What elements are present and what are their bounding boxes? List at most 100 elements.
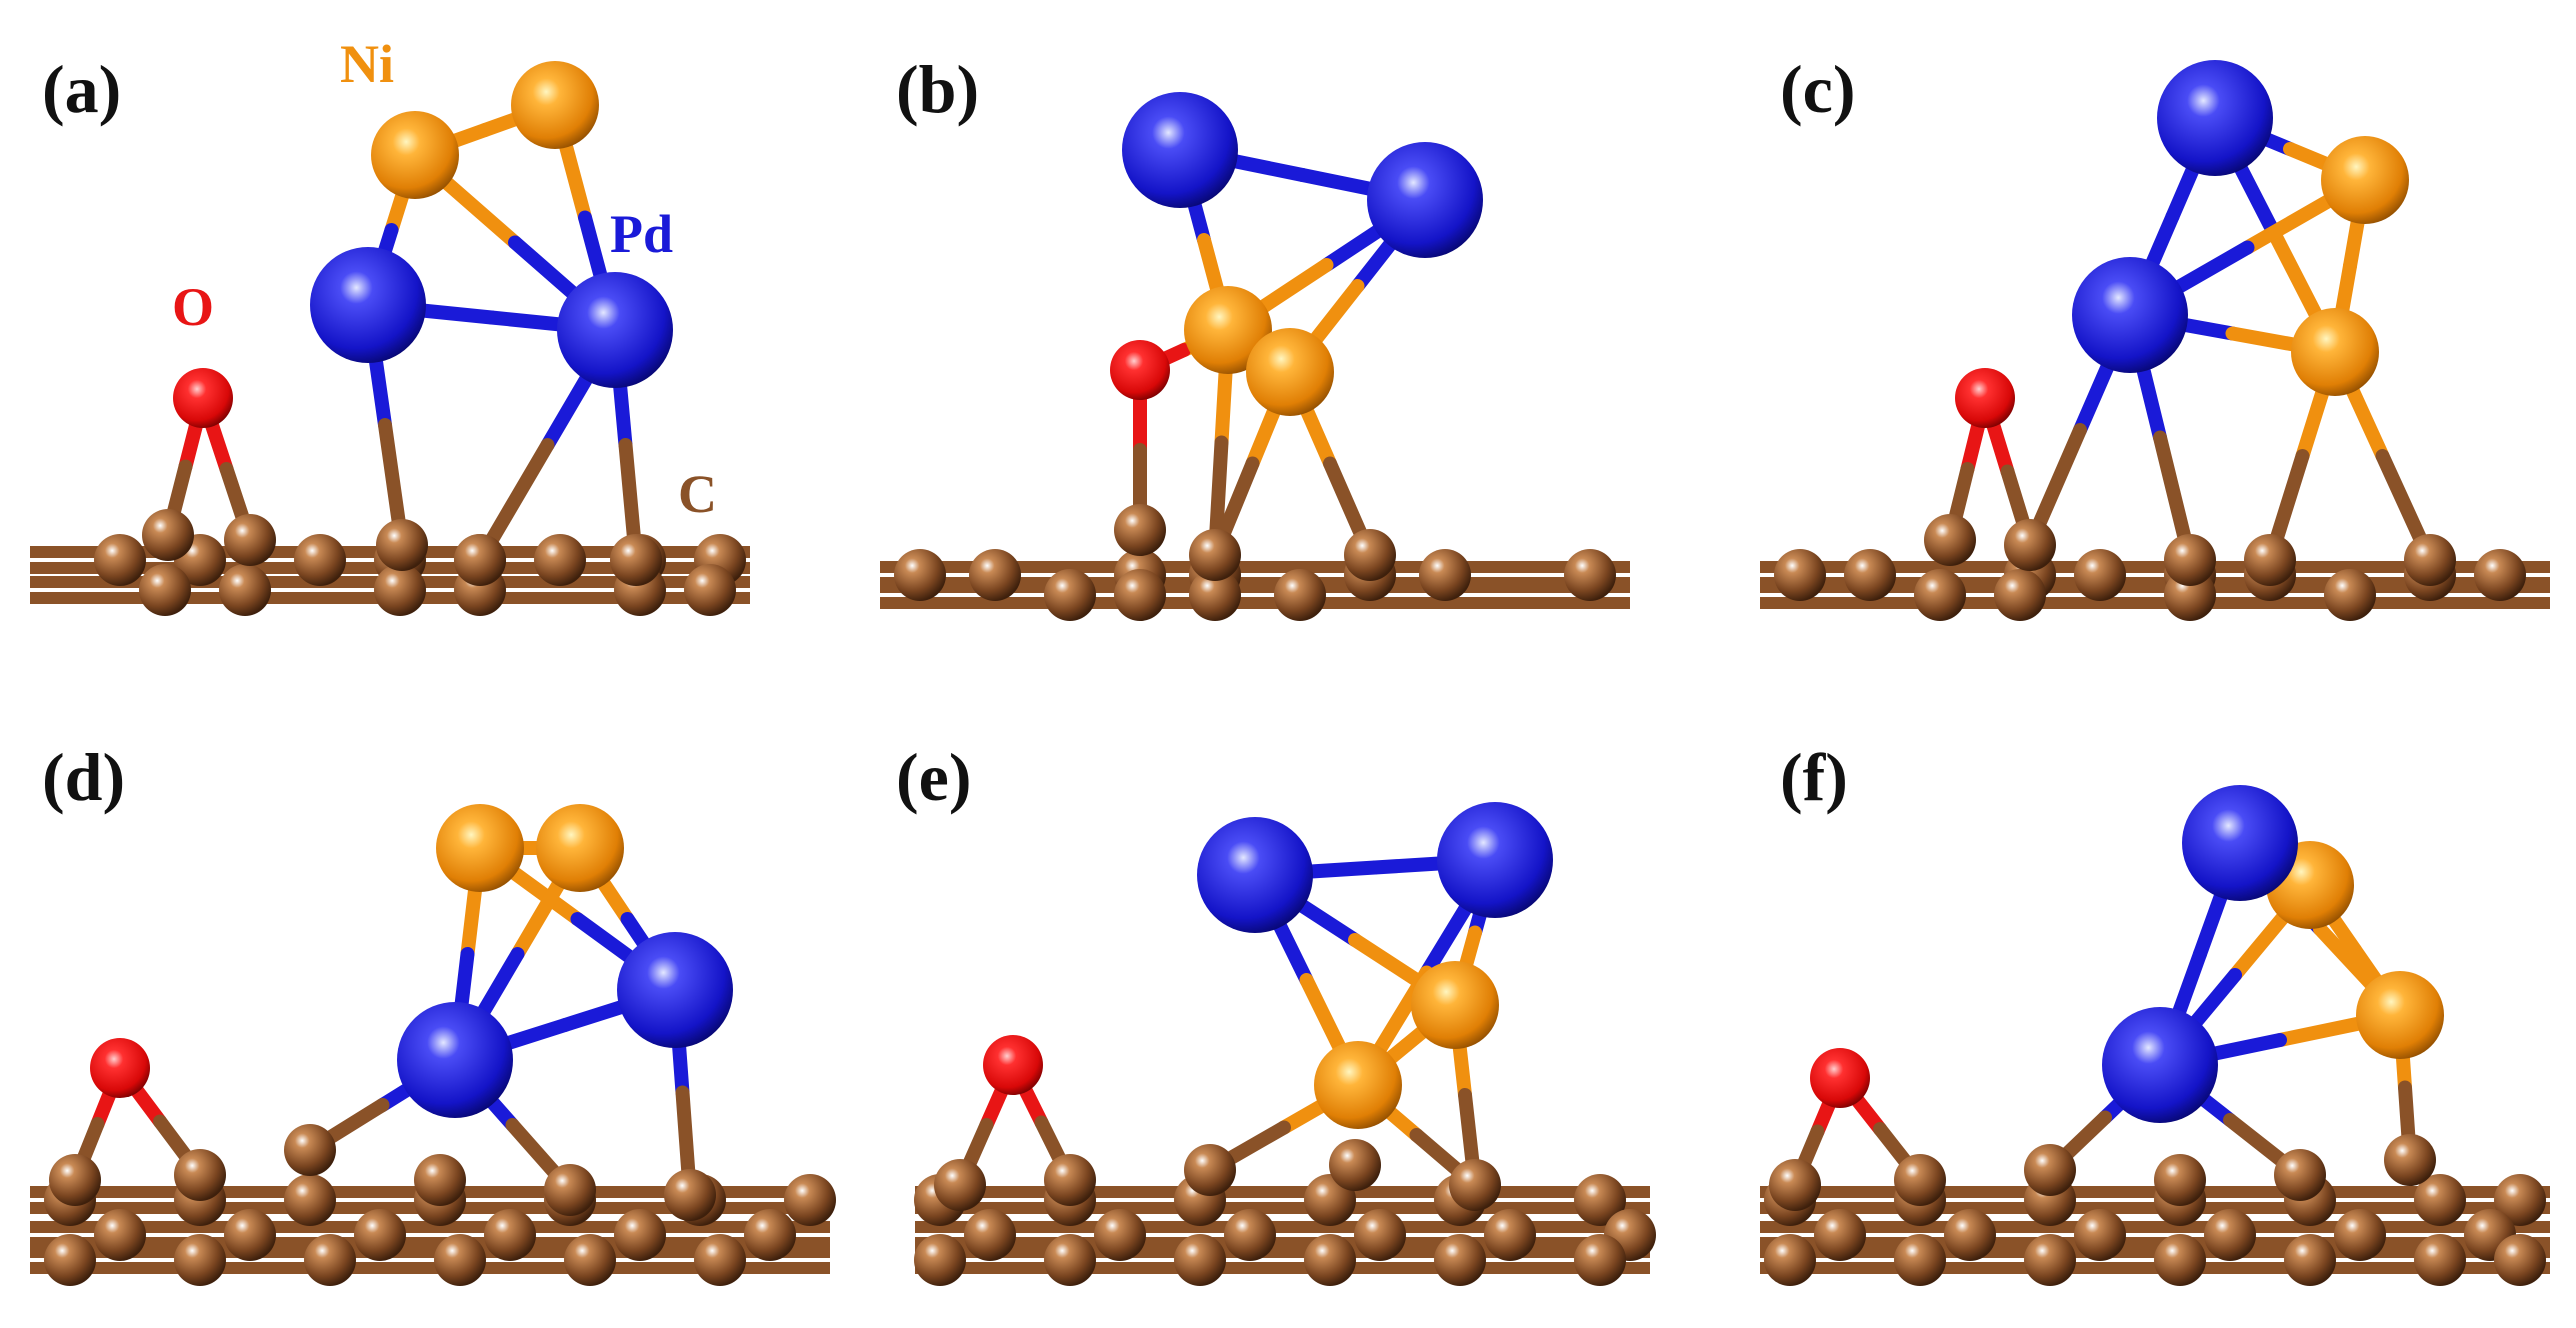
panel-label-b: (b): [896, 51, 979, 127]
carbon-atom: [1814, 1209, 1866, 1261]
carbon-atom: [1044, 1154, 1096, 1206]
carbon-atom: [49, 1154, 101, 1206]
carbon-atom: [1484, 1209, 1536, 1261]
carbon-atom: [284, 1174, 336, 1226]
carbon-atom: [1574, 1234, 1626, 1286]
structure-panel-b: [880, 92, 1630, 621]
carbon-atom: [684, 564, 736, 616]
palladium-atom: [1197, 817, 1313, 933]
oxygen-atom: [173, 368, 233, 428]
carbon-atom: [294, 534, 346, 586]
carbon-atom: [2274, 1149, 2326, 1201]
palladium-atom: [2072, 257, 2188, 373]
element-label-ni: Ni: [340, 34, 394, 94]
carbon-atom: [1044, 1234, 1096, 1286]
oxygen-atom: [1110, 340, 1170, 400]
structure-panel-c: [1760, 60, 2550, 621]
carbon-atom: [2284, 1234, 2336, 1286]
element-label-c: C: [678, 464, 717, 524]
carbon-atom: [174, 1234, 226, 1286]
carbon-atom: [2414, 1174, 2466, 1226]
carbon-atom: [484, 1209, 536, 1261]
carbon-atom: [2494, 1174, 2546, 1226]
carbon-atom: [1114, 504, 1166, 556]
nickel-atom: [2356, 971, 2444, 1059]
carbon-atom: [1304, 1234, 1356, 1286]
carbon-atom: [2074, 549, 2126, 601]
panel-label-d: (d): [42, 739, 125, 815]
panel-label-f: (f): [1780, 739, 1848, 815]
carbon-atom: [1564, 549, 1616, 601]
carbon-atom: [219, 564, 271, 616]
carbon-atom: [94, 1209, 146, 1261]
nickel-atom: [536, 804, 624, 892]
carbon-atom: [1184, 1144, 1236, 1196]
carbon-atom: [224, 514, 276, 566]
carbon-atom: [354, 1209, 406, 1261]
carbon-atom: [1419, 549, 1471, 601]
carbon-atom: [284, 1124, 336, 1176]
carbon-atom: [534, 534, 586, 586]
carbon-atom: [1174, 1234, 1226, 1286]
oxygen-atom: [983, 1035, 1043, 1095]
nickel-atom: [511, 61, 599, 149]
nickel-atom: [371, 111, 459, 199]
palladium-atom: [310, 247, 426, 363]
carbon-atom: [1774, 549, 1826, 601]
carbon-atom: [2474, 549, 2526, 601]
carbon-atom: [1189, 529, 1241, 581]
carbon-atom: [614, 1209, 666, 1261]
carbon-atom: [1994, 569, 2046, 621]
carbon-atom: [304, 1234, 356, 1286]
structure-panel-e: [914, 802, 1656, 1286]
carbon-atom: [564, 1234, 616, 1286]
palladium-atom: [2157, 60, 2273, 176]
palladium-atom: [2182, 785, 2298, 901]
carbon-atom: [964, 1209, 1016, 1261]
carbon-atom: [969, 549, 1021, 601]
carbon-atom: [2074, 1209, 2126, 1261]
nickel-atom: [2321, 136, 2409, 224]
panel-label-e: (e): [896, 739, 971, 815]
palladium-atom: [1367, 142, 1483, 258]
palladium-atom: [2102, 1007, 2218, 1123]
carbon-atom: [2334, 1209, 2386, 1261]
carbon-atom: [2324, 569, 2376, 621]
carbon-atom: [1924, 514, 1976, 566]
carbon-atom: [1094, 1209, 1146, 1261]
palladium-atom: [557, 272, 673, 388]
carbon-atom: [2494, 1234, 2546, 1286]
carbon-atom: [376, 519, 428, 571]
carbon-atom: [1944, 1209, 1996, 1261]
structure-panel-f: [1760, 785, 2550, 1286]
carbon-atom: [934, 1159, 986, 1211]
structure-panel-a: [30, 61, 750, 616]
carbon-atom: [1449, 1159, 1501, 1211]
carbon-atom: [2024, 1144, 2076, 1196]
oxygen-atom: [1810, 1048, 1870, 1108]
carbon-atom: [1274, 569, 1326, 621]
carbon-atom: [1769, 1159, 1821, 1211]
carbon-atom: [2024, 1234, 2076, 1286]
nickel-atom: [1314, 1041, 1402, 1129]
carbon-atom: [2244, 534, 2296, 586]
carbon-atom: [664, 1169, 716, 1221]
carbon-atom: [1189, 569, 1241, 621]
nickel-atom: [436, 804, 524, 892]
carbon-atom: [2154, 1154, 2206, 1206]
nickel-atom: [1184, 286, 1272, 374]
palladium-atom: [617, 932, 733, 1048]
carbon-atom: [1044, 569, 1096, 621]
palladium-atom: [397, 1002, 513, 1118]
carbon-atom: [1434, 1234, 1486, 1286]
carbon-atom: [2404, 534, 2456, 586]
carbon-atom: [1574, 1174, 1626, 1226]
carbon-atom: [139, 564, 191, 616]
carbon-atom: [2414, 1234, 2466, 1286]
carbon-atom: [374, 564, 426, 616]
carbon-atom: [1894, 1154, 1946, 1206]
nickel-atom: [1246, 328, 1334, 416]
carbon-atom: [610, 534, 662, 586]
carbon-atom: [1329, 1139, 1381, 1191]
